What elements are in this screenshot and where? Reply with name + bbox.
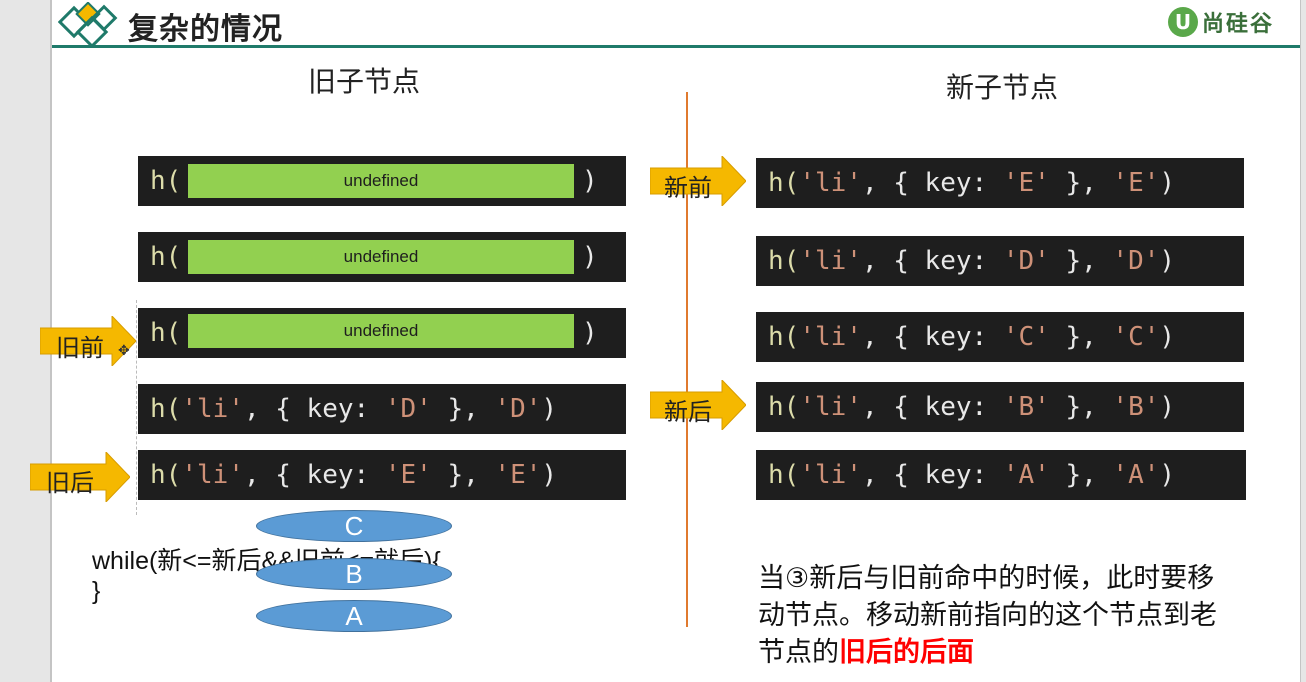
column-divider (686, 92, 688, 627)
new-node-3: h('li', { key: 'C' }, 'C') (756, 312, 1244, 362)
code-close: ) (1159, 168, 1176, 198)
code-str: 'A' (1112, 460, 1160, 490)
explanation-note: 当③新后与旧前命中的时候，此时要移动节点。移动新前指向的这个节点到老节点的旧后的… (758, 560, 1218, 671)
code-key: , { key: (243, 460, 385, 490)
code-str: 'li' (799, 322, 862, 352)
new-children-heading: 新子节点 (946, 71, 1059, 104)
old-back-label: 旧后 (46, 469, 94, 497)
code-str: 'B' (1002, 392, 1050, 422)
old-back-arrow-icon (30, 452, 130, 502)
new-back-arrow-icon (650, 380, 746, 430)
code-punct: }, (1049, 168, 1113, 198)
new-node-2: h('li', { key: 'D' }, 'D') (756, 236, 1244, 286)
old-node-4: h('li', { key: 'D' }, 'D') (138, 384, 626, 434)
code-key: , { key: (861, 168, 1003, 198)
old-front-arrow-icon (40, 316, 136, 366)
note-text: 当③新后与旧前命中的时候，此时要移动节点。移动新前指向的这个节点到老节点的 (758, 563, 1217, 668)
old-node-5: h('li', { key: 'E' }, 'E') (138, 450, 626, 500)
while-line-2: } (92, 577, 101, 605)
code-str: 'li' (799, 460, 862, 490)
diamond-logo-icon (58, 2, 118, 46)
code-fn: h( (768, 322, 800, 352)
new-node-4: h('li', { key: 'B' }, 'B') (756, 382, 1244, 432)
brand-logo: U 尚硅谷 (1167, 6, 1274, 38)
new-node-5: h('li', { key: 'A' }, 'A') (756, 450, 1246, 500)
code-str: 'E' (1112, 168, 1160, 198)
code-close: ) (541, 394, 558, 424)
code-fn: h( (150, 242, 182, 272)
code-punct: }, (1049, 322, 1113, 352)
code-key: , { key: (861, 392, 1003, 422)
code-fn: h( (150, 394, 182, 424)
placeholder-box: undefined (188, 240, 574, 274)
code-fn: h( (150, 166, 182, 196)
code-close: ) (582, 166, 598, 196)
code-punct: }, (431, 394, 495, 424)
code-close: ) (541, 460, 558, 490)
code-key: , { key: (861, 246, 1003, 276)
code-fn: h( (768, 392, 800, 422)
header-divider (52, 45, 1300, 48)
code-str: 'D' (1002, 246, 1050, 276)
code-str: 'li' (181, 460, 244, 490)
code-punct: }, (1049, 460, 1113, 490)
code-str: 'li' (799, 246, 862, 276)
code-close: ) (1159, 322, 1176, 352)
code-str: 'C' (1112, 322, 1160, 352)
new-front-label: 新前 (664, 174, 712, 202)
placeholder-box: undefined (188, 164, 574, 198)
new-front-arrow-icon (650, 156, 746, 206)
code-str: 'D' (1112, 246, 1160, 276)
moved-node-oval: A (256, 600, 452, 632)
code-close: ) (582, 318, 598, 348)
code-str: 'li' (799, 392, 862, 422)
code-close: ) (1159, 246, 1176, 276)
code-key: , { key: (861, 460, 1003, 490)
code-close: ) (1159, 460, 1176, 490)
code-str: 'li' (799, 168, 862, 198)
code-str: 'A' (1002, 460, 1050, 490)
code-fn: h( (768, 246, 800, 276)
code-str: 'li' (181, 394, 244, 424)
code-fn: h( (150, 460, 182, 490)
code-str: 'E' (384, 460, 432, 490)
old-front-label: 旧前 (56, 334, 104, 362)
old-children-heading: 旧子节点 (308, 65, 421, 98)
new-node-1: h('li', { key: 'E' }, 'E') (756, 158, 1244, 208)
brand-u-icon: U (1167, 7, 1198, 37)
right-panel-strip (1300, 0, 1306, 682)
code-fn: h( (768, 460, 800, 490)
brand-name: 尚硅谷 (1201, 12, 1274, 37)
code-str: 'D' (384, 394, 432, 424)
code-key: , { key: (243, 394, 385, 424)
move-cursor-icon: ✥ (118, 343, 130, 359)
code-close: ) (582, 242, 598, 272)
dashed-guide-line (136, 300, 137, 515)
code-punct: }, (1049, 246, 1113, 276)
code-str: 'C' (1002, 322, 1050, 352)
note-highlight: 旧后的后面 (839, 637, 974, 668)
new-back-label: 新后 (664, 398, 712, 426)
slide-header (52, 0, 1300, 46)
code-fn: h( (150, 318, 182, 348)
code-close: ) (1159, 392, 1176, 422)
code-fn: h( (768, 168, 800, 198)
placeholder-box: undefined (188, 314, 574, 348)
code-str: 'E' (494, 460, 542, 490)
page-title: 复杂的情况 (128, 12, 283, 47)
code-punct: }, (1049, 392, 1113, 422)
code-punct: }, (431, 460, 495, 490)
code-str: 'D' (494, 394, 542, 424)
code-key: , { key: (861, 322, 1003, 352)
code-str: 'E' (1002, 168, 1050, 198)
code-str: 'B' (1112, 392, 1160, 422)
moved-node-oval: B (256, 558, 452, 590)
moved-node-oval: C (256, 510, 452, 542)
